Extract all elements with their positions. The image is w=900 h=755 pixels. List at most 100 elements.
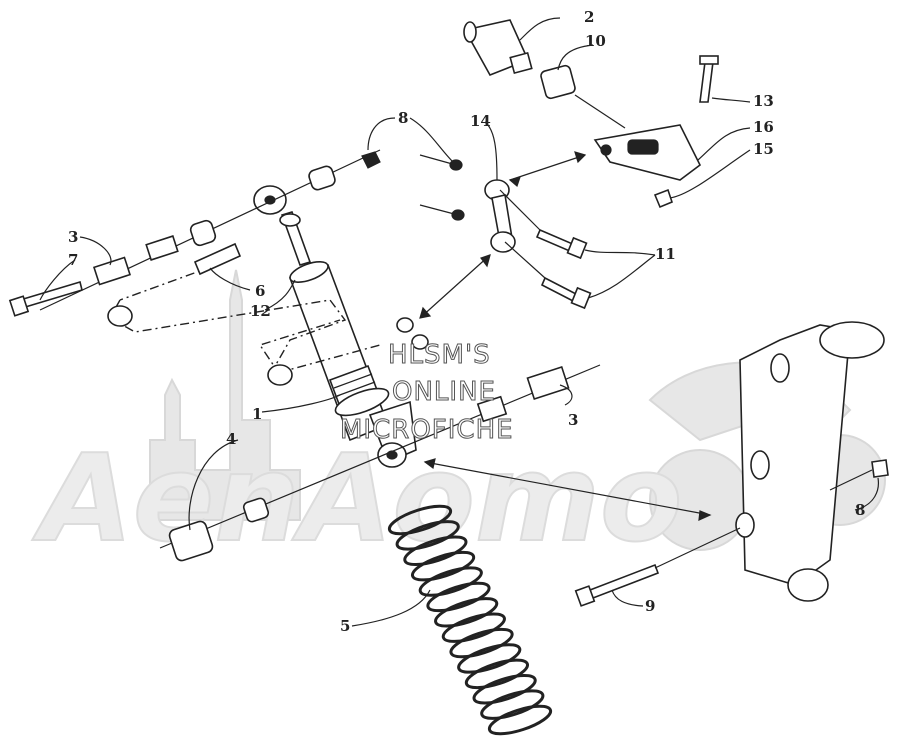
nut-8-upper [361, 151, 381, 169]
spring-coil [426, 581, 491, 613]
link-14-bottom-eye [490, 231, 516, 253]
bolt-13-head [699, 55, 719, 65]
leader-8c [854, 477, 880, 511]
callout-16: 16 [753, 118, 774, 136]
callout-4: 4 [226, 430, 236, 448]
bushing-10 [540, 64, 576, 100]
a-arm-bushing-lower [267, 364, 293, 386]
watermark-line-2: ONLINE [392, 377, 496, 407]
adjuster-2-end [463, 21, 477, 43]
callout-11: 11 [655, 245, 676, 263]
leader-11b [587, 254, 656, 299]
bracket-hole-upper [770, 353, 790, 383]
watermark-background: AenAomo [31, 269, 886, 570]
bushing-upper-c [308, 165, 336, 191]
nut-8-right-axis [829, 469, 873, 491]
leader-8a [367, 117, 396, 151]
spring-coil [457, 643, 522, 674]
leader-1 [261, 394, 341, 413]
adjuster-axis-line [574, 94, 626, 129]
upper-mount-hardware [8, 149, 381, 317]
leader-16 [697, 127, 751, 161]
callout-2: 2 [584, 8, 594, 26]
callout-3-upper: 3 [68, 228, 78, 246]
nut-leaders [419, 154, 459, 216]
adjuster-and-rocker [463, 19, 719, 209]
clip-6 [193, 242, 242, 276]
leader-9 [611, 589, 644, 607]
watermark-brand: AenAomo [32, 430, 682, 569]
bushing-4 [168, 520, 214, 562]
leader-15 [669, 149, 751, 199]
lower-mount-hardware [159, 364, 601, 562]
leader-12 [264, 279, 296, 311]
spring-coil [387, 504, 453, 536]
spring-coil [464, 658, 530, 690]
washer-mid-b [411, 334, 429, 350]
bracket-top-boss [819, 321, 885, 359]
washer-mid-a [396, 317, 414, 333]
shock-body-top [289, 261, 329, 283]
leader-13 [711, 97, 751, 103]
bracket-hole-mid [750, 450, 770, 480]
leader-11a [584, 249, 656, 256]
linkage-assembly [419, 151, 592, 319]
spring-coil [472, 674, 537, 705]
lower-axis-line [159, 364, 601, 549]
shock-bottom-eye-hole [386, 450, 398, 460]
callout-5: 5 [340, 617, 350, 635]
callout-1: 1 [252, 405, 262, 423]
spring-coil [480, 689, 545, 720]
arrow-link-to-shock [419, 254, 491, 319]
arrow-shock-to-bracket [424, 461, 711, 516]
leader-7 [39, 259, 76, 301]
a-arm-bushing-upper [107, 305, 133, 327]
spring-coil [449, 627, 514, 659]
bushing-lower-b [476, 395, 508, 423]
dashed-a-arm-outline [107, 259, 381, 386]
bracket-hole-lower [735, 512, 755, 538]
watermark-line-1: HLSM'S [388, 340, 491, 370]
watermark-line-3: MICROFICHE [340, 415, 514, 445]
spring-coil [395, 520, 460, 551]
leader-8b [409, 117, 457, 166]
bolt-7-head [8, 295, 30, 317]
bracket-bottom-boss [787, 568, 829, 602]
leader-6 [209, 267, 251, 291]
spring-coil [441, 612, 506, 643]
spring-coil [487, 704, 553, 736]
callout-7: 7 [68, 251, 78, 269]
bushing-upper-a [145, 235, 179, 261]
spring-seat [334, 387, 390, 417]
bolt-9-head [574, 585, 596, 607]
washer-upper [279, 213, 301, 227]
spring-coil [418, 566, 483, 597]
rocker-16-hole [600, 144, 612, 156]
leader-10 [557, 44, 594, 71]
nut-8-right [871, 459, 889, 478]
callout-8-upper: 8 [398, 109, 408, 127]
callout-10: 10 [585, 32, 606, 50]
callout-12: 12 [250, 302, 271, 320]
watermark-overlay: HLSM'S ONLINE MICROFICHE [340, 340, 514, 446]
bushing-upper-b [189, 219, 217, 247]
spacer-3-lower [526, 365, 570, 401]
callout-14: 14 [470, 112, 491, 130]
rocker-16-slot [627, 139, 659, 155]
callout-15: 15 [753, 140, 774, 158]
leader-3a [79, 236, 112, 266]
spring-coil [410, 550, 476, 582]
bolt-11-lower-head [570, 286, 592, 310]
leader-5 [351, 589, 431, 627]
mid-washers [396, 317, 429, 350]
leader-3b [559, 384, 573, 406]
callout-leaders [39, 17, 880, 627]
callout-3-lower: 3 [568, 411, 578, 429]
bolt-9-axis-line [654, 527, 741, 569]
coil-spring [387, 504, 553, 736]
callout-9: 9 [645, 597, 655, 615]
bolt-axis-lines [499, 189, 546, 279]
leader-4 [188, 439, 239, 531]
